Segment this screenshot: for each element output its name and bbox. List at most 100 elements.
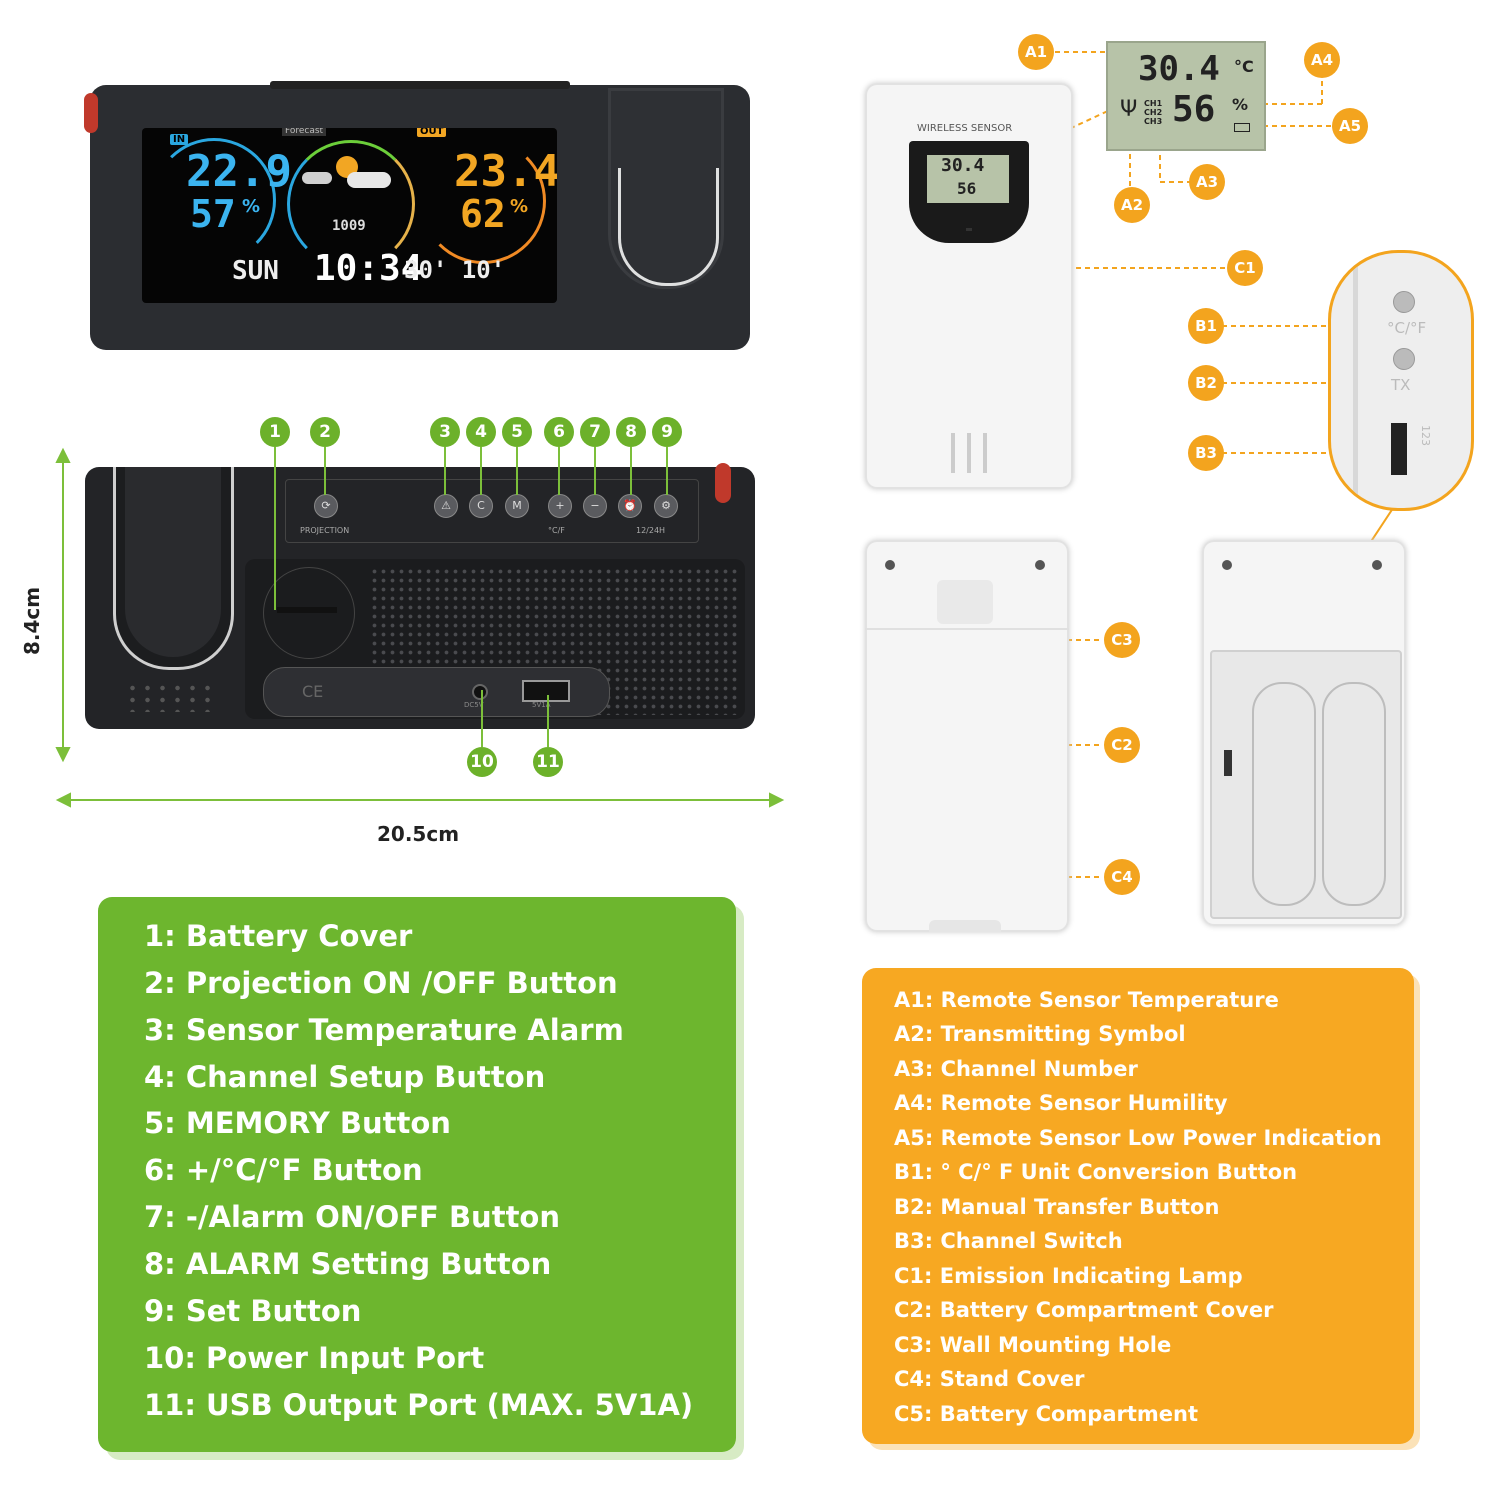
channel-switch-numbers: 123 <box>1419 425 1432 446</box>
callout-6: 6 <box>544 417 574 447</box>
wireless-sensor-back <box>865 540 1069 932</box>
switch-zoom-panel: °C/°F TX 123 <box>1328 250 1474 511</box>
vent-slot-1 <box>951 433 955 473</box>
width-dimension: 20.5cm <box>377 822 460 846</box>
red-accent-left <box>84 93 98 133</box>
badge-c2: C2 <box>1104 727 1140 763</box>
legend-item-3: 3: Sensor Temperature Alarm <box>144 1013 624 1047</box>
vent-slot-2 <box>967 433 971 473</box>
pressure-value: 1009 <box>332 218 366 234</box>
channel-3: CH3 <box>1144 117 1163 126</box>
sensor-legend-b2: B2: Manual Transfer Button <box>894 1195 1220 1219</box>
callout-7: 7 <box>580 417 610 447</box>
indoor-percent-sign: % <box>242 196 261 217</box>
badge-c4: C4 <box>1104 859 1140 895</box>
badge-c1: C1 <box>1227 250 1263 286</box>
outdoor-humidity: 62 <box>460 192 506 236</box>
badge-a5: A5 <box>1332 108 1368 144</box>
antenna-icon: Ψ <box>1120 97 1138 122</box>
sensor-legend-a2: A2: Transmitting Symbol <box>894 1022 1186 1046</box>
vent-slot-3 <box>983 433 987 473</box>
cloud-icon-small <box>302 172 332 184</box>
sensor-legend-a1: A1: Remote Sensor Temperature <box>894 988 1279 1012</box>
panel-edge <box>1353 253 1358 508</box>
badge-a4: A4 <box>1304 42 1340 78</box>
sensor-small-lcd: 30.4 56 <box>927 155 1009 203</box>
projector-arm <box>608 88 743 289</box>
vent-holes <box>125 682 215 712</box>
stand-cover <box>929 920 1001 932</box>
legend-item-1: 1: Battery Cover <box>144 919 413 953</box>
badge-b3: B3 <box>1188 435 1224 471</box>
badge-c3: C3 <box>1104 622 1140 658</box>
cf-switch-label: °C/°F <box>1387 319 1427 337</box>
battery-cover[interactable] <box>263 567 355 659</box>
badge-b2: B2 <box>1188 365 1224 401</box>
channel-switch-small[interactable] <box>1224 750 1232 776</box>
forecast-dial <box>287 140 415 268</box>
badge-a3: A3 <box>1189 164 1225 200</box>
plus-button[interactable]: + <box>548 494 572 518</box>
sensor-legend-b3: B3: Channel Switch <box>894 1229 1123 1253</box>
wall-mounting-hole <box>937 580 993 624</box>
red-accent-right <box>715 463 731 503</box>
battery-slot-1 <box>1252 682 1316 906</box>
badge-a2: A2 <box>1114 187 1150 223</box>
zoom-temperature: 30.4 <box>1138 49 1220 89</box>
callout-1: 1 <box>260 417 290 447</box>
legend-item-2: 2: Projection ON /OFF Button <box>144 966 618 1000</box>
usb-label: 5V1A <box>532 701 551 709</box>
callout-3: 3 <box>430 417 460 447</box>
low-battery-icon <box>1234 123 1250 132</box>
sensor-legend-c4: C4: Stand Cover <box>894 1367 1085 1391</box>
alarm-setting-button[interactable]: ⏰ <box>618 494 642 518</box>
minus-button[interactable]: − <box>583 494 607 518</box>
projection-label: PROJECTION <box>300 526 350 535</box>
screw-4 <box>1372 560 1382 570</box>
channel-switch[interactable] <box>1391 423 1407 475</box>
cf-label: °C/F <box>548 526 565 535</box>
callout-4: 4 <box>466 417 496 447</box>
outdoor-dial <box>420 138 546 264</box>
tx-switch-label: TX <box>1391 376 1411 394</box>
screw-2 <box>1035 560 1045 570</box>
sensor-small-humidity: 56 <box>957 179 977 198</box>
channel-list: CH1 CH2 CH3 <box>1144 99 1162 126</box>
legend-item-7: 7: -/Alarm ON/OFF Button <box>144 1200 560 1234</box>
color-lcd-display: IN 22.9 57 % Forecast 1009 OUT 23.4 62 %… <box>142 128 557 303</box>
out-tag: OUT <box>417 128 447 137</box>
cf-unit-button[interactable] <box>1393 291 1415 313</box>
sensor-small-temp: 30.4 <box>941 155 985 176</box>
power-input-port[interactable] <box>472 684 488 700</box>
callout-2: 2 <box>310 417 340 447</box>
channel-2: CH2 <box>1144 108 1163 117</box>
zoom-temp-unit: °C <box>1234 57 1254 76</box>
ce-mark: CE <box>302 682 324 701</box>
format-label: 12/24H <box>636 526 666 535</box>
battery-slot-2 <box>1322 682 1386 906</box>
outdoor-percent-sign: % <box>510 196 529 217</box>
sensor-legend-a3: A3: Channel Number <box>894 1057 1138 1081</box>
legend-item-8: 8: ALARM Setting Button <box>144 1247 552 1281</box>
legend-item-9: 9: Set Button <box>144 1294 362 1328</box>
main-unit-legend: 1: Battery Cover 2: Projection ON /OFF B… <box>98 897 736 1452</box>
legend-item-5: 5: MEMORY Button <box>144 1106 451 1140</box>
outdoor-temperature: 23.4 <box>454 146 557 197</box>
callout-8: 8 <box>616 417 646 447</box>
legend-item-10: 10: Power Input Port <box>144 1341 485 1375</box>
usb-output-port[interactable] <box>522 680 570 702</box>
wireless-sensor-front: WIRELESS SENSOR 30.4 56 <box>865 83 1073 489</box>
callout-5: 5 <box>502 417 532 447</box>
clock-front-view: IN 22.9 57 % Forecast 1009 OUT 23.4 62 %… <box>84 81 750 350</box>
legend-item-4: 4: Channel Setup Button <box>144 1060 546 1094</box>
sensor-lcd-zoom: 30.4 °C Ψ CH1 CH2 CH3 56 % <box>1106 41 1266 151</box>
in-tag: IN <box>170 134 189 145</box>
power-label: DC5V <box>464 701 484 709</box>
battery-cover-slot <box>277 607 337 613</box>
projector-lens-housing <box>125 467 221 657</box>
callout-9: 9 <box>652 417 682 447</box>
sensor-legend-a4: A4: Remote Sensor Humility <box>894 1091 1228 1115</box>
zoom-humidity-unit: % <box>1232 95 1249 114</box>
tx-button[interactable] <box>1393 348 1415 370</box>
clock-back-view: ⟳ PROJECTION ⚠ C M + − ⏰ ⚙ °C/F 12/24H C… <box>85 463 755 729</box>
